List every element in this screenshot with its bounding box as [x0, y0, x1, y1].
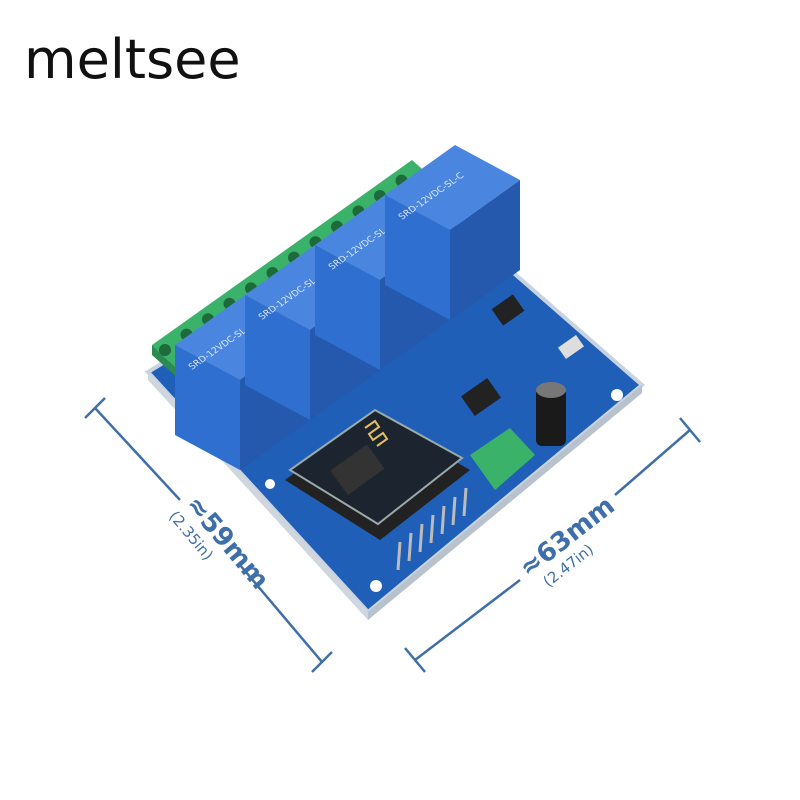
pin-header — [396, 487, 468, 571]
header-pin — [418, 523, 424, 553]
ic-chip — [491, 294, 525, 326]
capacitor — [536, 382, 566, 446]
dimension-length — [404, 417, 701, 673]
dimension-width — [84, 397, 333, 673]
mount-hole — [265, 479, 275, 489]
header-pin — [440, 505, 446, 535]
brand-logo: meltsee — [24, 28, 241, 91]
esp01-wifi-module — [285, 408, 470, 540]
mount-hole — [611, 389, 623, 401]
header-pin — [407, 532, 413, 562]
header-pin — [451, 496, 457, 526]
header-pin — [396, 541, 402, 571]
header-pin — [462, 487, 468, 517]
relay: SRD-12VDC-SL-C — [385, 145, 520, 320]
reset-button — [557, 334, 585, 360]
power-terminal-block — [470, 428, 535, 490]
terminal-screw — [159, 344, 171, 356]
ic-chip — [461, 377, 501, 417]
header-pin — [429, 514, 435, 544]
mount-hole — [370, 580, 382, 592]
